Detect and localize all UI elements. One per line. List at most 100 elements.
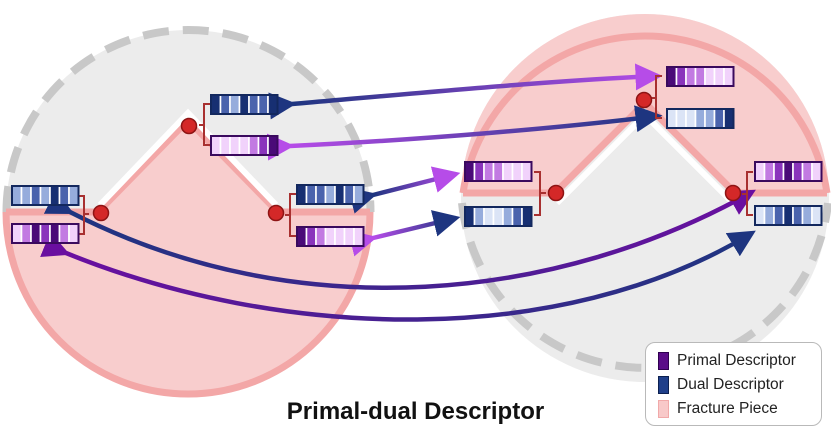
- dual-descriptor-cell: [502, 206, 514, 227]
- dual-descriptor-frame: [464, 206, 533, 227]
- dual-swatch: [658, 376, 669, 394]
- primal-descriptor-cell: [305, 226, 317, 247]
- dual-descriptor-cell: [675, 108, 687, 129]
- primal-descriptor-cell: [353, 226, 365, 247]
- primal-descriptor-cell: [694, 66, 706, 87]
- primal-swatch: [658, 352, 669, 370]
- legend: Primal Descriptor Dual Descriptor Fractu…: [645, 342, 822, 426]
- legend-label-fracture: Fracture Piece: [677, 400, 778, 417]
- primal-descriptor-cell: [68, 223, 80, 244]
- dual-descriptor-cell: [11, 185, 23, 206]
- left-edge-primal-descriptor: [11, 223, 80, 244]
- dual-descriptor-cell: [792, 205, 804, 226]
- right-top-dual-descriptor: [666, 108, 735, 129]
- dual-descriptor-cell: [511, 206, 523, 227]
- dual-descriptor-cell: [210, 94, 222, 115]
- primal-descriptor-frame: [210, 135, 279, 156]
- dual-descriptor-cell: [492, 206, 504, 227]
- primal-descriptor-cell: [473, 161, 485, 182]
- dual-descriptor-frame: [296, 184, 365, 205]
- left-edge-dual-descriptor: [11, 185, 80, 206]
- primal-descriptor-frame: [754, 161, 823, 182]
- primal-descriptor-cell: [39, 223, 51, 244]
- primal-descriptor-cell: [58, 223, 70, 244]
- bracket-left-upper: [199, 103, 210, 146]
- dual-descriptor-cell: [257, 94, 269, 115]
- legend-label-primal: Primal Descriptor: [677, 352, 796, 369]
- primal-descriptor-cell: [315, 226, 327, 247]
- right-mid-dual-descriptor: [464, 206, 533, 227]
- primal-descriptor-cell: [511, 161, 523, 182]
- bracket-left-mid: [285, 193, 296, 237]
- primal-descriptor-cell: [811, 161, 823, 182]
- keypoint-left-edge: [92, 204, 110, 222]
- dual-descriptor-cell: [49, 185, 61, 206]
- primal-descriptor-cell: [666, 66, 678, 87]
- dual-descriptor-frame: [666, 108, 735, 129]
- primal-descriptor-cell: [713, 66, 725, 87]
- dual-descriptor-cell: [713, 108, 725, 129]
- right-edge-dual-descriptor: [754, 205, 823, 226]
- primal-descriptor-cell: [483, 161, 495, 182]
- primal-descriptor-cell: [763, 161, 775, 182]
- dual-descriptor-cell: [811, 205, 823, 226]
- dual-descriptor-cell: [324, 184, 336, 205]
- primal-descriptor-cell: [502, 161, 514, 182]
- legend-item-dual: Dual Descriptor: [658, 375, 784, 395]
- descriptor-layer: [11, 66, 823, 247]
- right-top-primal-descriptor: [666, 66, 735, 87]
- primal-descriptor-cell: [723, 66, 735, 87]
- dual-descriptor-cell: [483, 206, 495, 227]
- primal-descriptor-cell: [343, 226, 355, 247]
- long-arrow-lower: [40, 230, 756, 322]
- primal-descriptor-cell: [492, 161, 504, 182]
- dual-descriptor-cell: [238, 94, 250, 115]
- primal-descriptor-cell: [267, 135, 279, 156]
- dual-descriptor-cell: [473, 206, 485, 227]
- right-edge-primal-descriptor: [754, 161, 823, 182]
- bracket-left-edge: [78, 195, 89, 235]
- dual-descriptor-cell: [343, 184, 355, 205]
- primal-descriptor-cell: [248, 135, 260, 156]
- primal-descriptor-cell: [296, 226, 308, 247]
- dual-descriptor-cell: [58, 185, 70, 206]
- primal-descriptor-cell: [11, 223, 23, 244]
- left-upper-primal-descriptor: [210, 135, 279, 156]
- dual-descriptor-cell: [315, 184, 327, 205]
- fracture-swatch: [658, 400, 669, 418]
- dual-descriptor-cell: [723, 108, 735, 129]
- left-fracture-group: [2, 26, 375, 398]
- dual-descriptor-cell: [782, 205, 794, 226]
- left-mid-dual-descriptor: [296, 184, 365, 205]
- left-gray-edge: [97, 108, 279, 208]
- primal-descriptor-cell: [801, 161, 813, 182]
- dual-descriptor-cell: [685, 108, 697, 129]
- primal-descriptor-cell: [238, 135, 250, 156]
- dual-descriptor-cell: [521, 206, 533, 227]
- dual-descriptor-cell: [666, 108, 678, 129]
- primal-descriptor-cell: [257, 135, 269, 156]
- dual-descriptor-cell: [296, 184, 308, 205]
- left-fracture-outline: [2, 211, 374, 398]
- dual-descriptor-cell: [773, 205, 785, 226]
- dual-descriptor-frame: [11, 185, 80, 206]
- dual-descriptor-cell: [30, 185, 42, 206]
- keypoint-right-top: [635, 91, 653, 109]
- primal-descriptor-cell: [334, 226, 346, 247]
- primal-descriptor-cell: [773, 161, 785, 182]
- primal-descriptor-cell: [219, 135, 231, 156]
- dual-descriptor-cell: [305, 184, 317, 205]
- primal-descriptor-cell: [210, 135, 222, 156]
- dual-descriptor-cell: [754, 205, 766, 226]
- correspondence-arrows: [40, 63, 756, 322]
- dual-descriptor-cell: [20, 185, 32, 206]
- right-mid-primal-descriptor: [464, 161, 533, 182]
- keypoint-left-upper: [180, 117, 198, 135]
- keypoint-brackets: [78, 75, 753, 237]
- keypoint-right-edge: [724, 184, 742, 202]
- arrow-mid-primal-dual: [347, 210, 461, 257]
- keypoint-left-mid: [267, 204, 285, 222]
- primal-descriptor-frame: [666, 66, 735, 87]
- legend-item-fracture: Fracture Piece: [658, 399, 778, 419]
- dual-descriptor-cell: [694, 108, 706, 129]
